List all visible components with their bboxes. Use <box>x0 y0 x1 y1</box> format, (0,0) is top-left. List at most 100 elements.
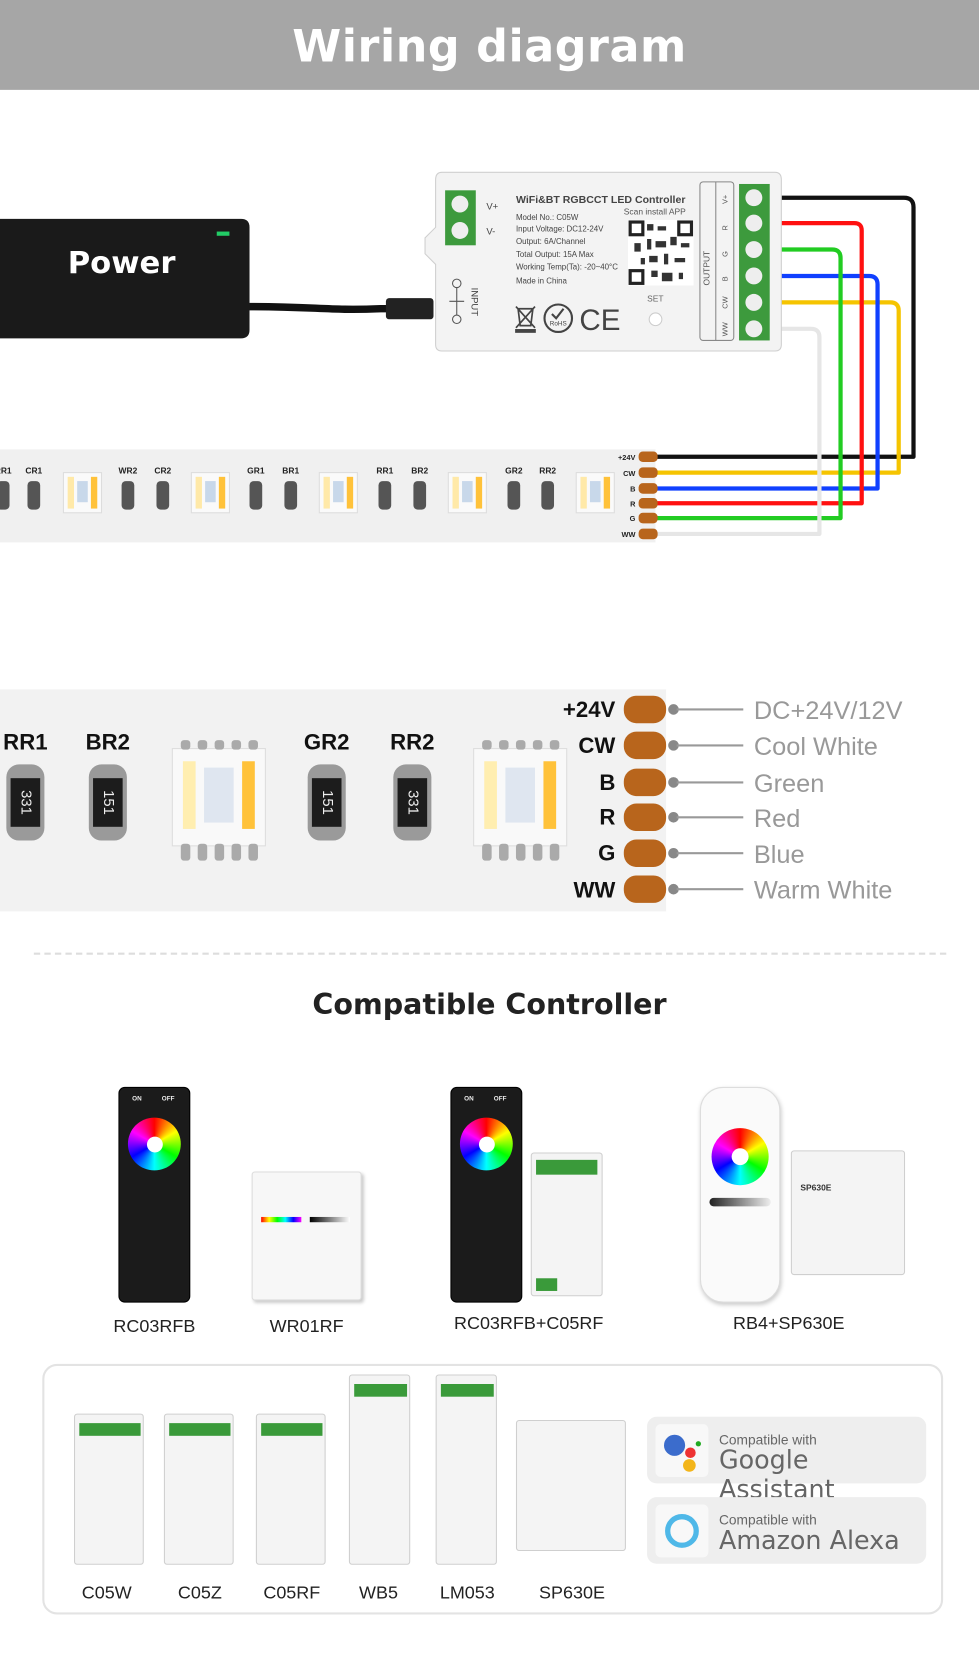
remote-off-label: OFF <box>493 1096 507 1103</box>
power-cable <box>249 302 418 314</box>
wire-g <box>647 247 843 521</box>
component-label: CR1 <box>25 466 42 476</box>
legend-label: Blue <box>754 841 805 869</box>
resistor-code: 151 <box>100 790 116 815</box>
product-image-wb5 <box>348 1374 411 1565</box>
wire-cw <box>647 300 901 475</box>
svg-text:V+: V+ <box>486 201 498 212</box>
svg-text:RR2: RR2 <box>390 730 434 755</box>
svg-text:+24V: +24V <box>563 697 616 722</box>
product-image-rc03rfb-remote: ON OFF <box>450 1086 523 1303</box>
product-label: WB5 <box>359 1582 398 1603</box>
power-led <box>216 231 230 236</box>
svg-text:G: G <box>720 251 729 257</box>
svg-text:RoHS: RoHS <box>550 321 567 328</box>
power-supply: Power <box>0 218 434 339</box>
legend-label: Red <box>754 805 801 833</box>
compatible-controller-title: Compatible Controller <box>312 988 667 1022</box>
color-wheel-icon <box>127 1117 181 1171</box>
ce-icon: CE <box>579 304 620 337</box>
product-label: LM053 <box>439 1582 495 1603</box>
solder-pad <box>623 875 667 903</box>
svg-text:+24V: +24V <box>618 453 636 462</box>
product-label: C05RF <box>263 1582 321 1603</box>
product-image-c05rf <box>530 1152 603 1297</box>
component-label: RR2 <box>539 466 556 476</box>
qr-code-icon <box>628 219 694 286</box>
svg-text:B: B <box>720 276 729 281</box>
resistor <box>27 481 41 510</box>
resistor <box>121 481 135 510</box>
component-label: GR2 <box>505 466 523 476</box>
product-label: C05Z <box>177 1582 222 1603</box>
svg-text:BR2: BR2 <box>86 730 130 755</box>
rohs-icon: RoHS <box>543 303 574 334</box>
svg-text:SET: SET <box>647 293 663 303</box>
product-image-sp630e <box>515 1419 626 1552</box>
power-plug <box>385 298 434 320</box>
google-assistant-icon <box>655 1424 709 1478</box>
component-label: CR2 <box>154 466 171 476</box>
solder-pad <box>623 731 667 760</box>
svg-text:WW: WW <box>573 878 615 903</box>
svg-text:G: G <box>598 841 615 866</box>
amazon-alexa-badge: Compatible with Amazon Alexa <box>647 1497 927 1564</box>
product-image-c05z <box>163 1413 234 1565</box>
svg-text:R: R <box>720 225 729 230</box>
resistor <box>507 481 521 510</box>
color-wheel-icon <box>459 1117 513 1171</box>
resistor <box>249 481 263 510</box>
legend-label: Green <box>754 770 824 798</box>
component-label: WR2 <box>119 466 138 476</box>
wire-ww <box>647 326 822 537</box>
resistor <box>0 481 10 510</box>
svg-text:RR1: RR1 <box>3 730 47 755</box>
svg-text:R: R <box>599 805 615 830</box>
color-wheel-icon <box>711 1128 769 1186</box>
svg-text:WW: WW <box>720 322 729 336</box>
svg-text:Model No.: C05W: Model No.: C05W <box>516 213 579 222</box>
svg-text:B: B <box>630 485 635 494</box>
alexa-icon <box>655 1504 709 1558</box>
svg-text:WW: WW <box>621 530 635 539</box>
product-image-c05w <box>74 1413 144 1565</box>
legend-label: Cool White <box>754 733 878 761</box>
section-divider <box>33 952 947 955</box>
svg-text:G: G <box>630 514 636 523</box>
page-title: Wiring diagram <box>0 0 979 90</box>
solder-pad <box>623 839 667 867</box>
legend-label: DC+24V/12V <box>754 697 903 725</box>
component-label: BR1 <box>282 466 299 476</box>
solder-pad <box>623 768 667 797</box>
controller-c05w: V+ V- INPUT WiFi&BT RGBCCT LED Controlle… <box>424 171 782 352</box>
svg-text:V+: V+ <box>720 195 729 204</box>
product-label: RC03RFB+C05RF <box>453 1313 604 1334</box>
product-image-sp630e: SP630E <box>790 1150 906 1276</box>
product-image-lm053 <box>435 1374 497 1565</box>
product-label: C05W <box>81 1582 132 1603</box>
svg-text:INPUT: INPUT <box>469 288 480 317</box>
svg-text:Working Temp(Ta): -20~40°C: Working Temp(Ta): -20~40°C <box>516 263 618 272</box>
svg-text:R: R <box>630 499 636 508</box>
component-label: GR1 <box>247 466 265 476</box>
resistor-code: 331 <box>404 790 420 815</box>
product-image-rb4 <box>699 1086 781 1303</box>
svg-text:GR2: GR2 <box>304 730 350 755</box>
svg-text:CW: CW <box>578 733 615 758</box>
svg-text:Made in China: Made in China <box>516 276 568 285</box>
resistor-code: 151 <box>319 790 335 815</box>
resistor <box>284 481 298 510</box>
wire-24v <box>647 195 916 459</box>
resistor <box>378 481 392 510</box>
weee-icon <box>515 306 536 333</box>
svg-text:Output: 6A/Channel: Output: 6A/Channel <box>516 237 586 246</box>
component-label: RR1 <box>0 466 12 476</box>
svg-text:B: B <box>599 770 615 795</box>
svg-text:Input Voltage: DC12-24V: Input Voltage: DC12-24V <box>516 225 604 234</box>
google-assistant-badge: Compatible with Google Assistant <box>647 1416 927 1505</box>
remote-on-label: ON <box>464 1096 474 1103</box>
solder-pad <box>623 695 667 724</box>
